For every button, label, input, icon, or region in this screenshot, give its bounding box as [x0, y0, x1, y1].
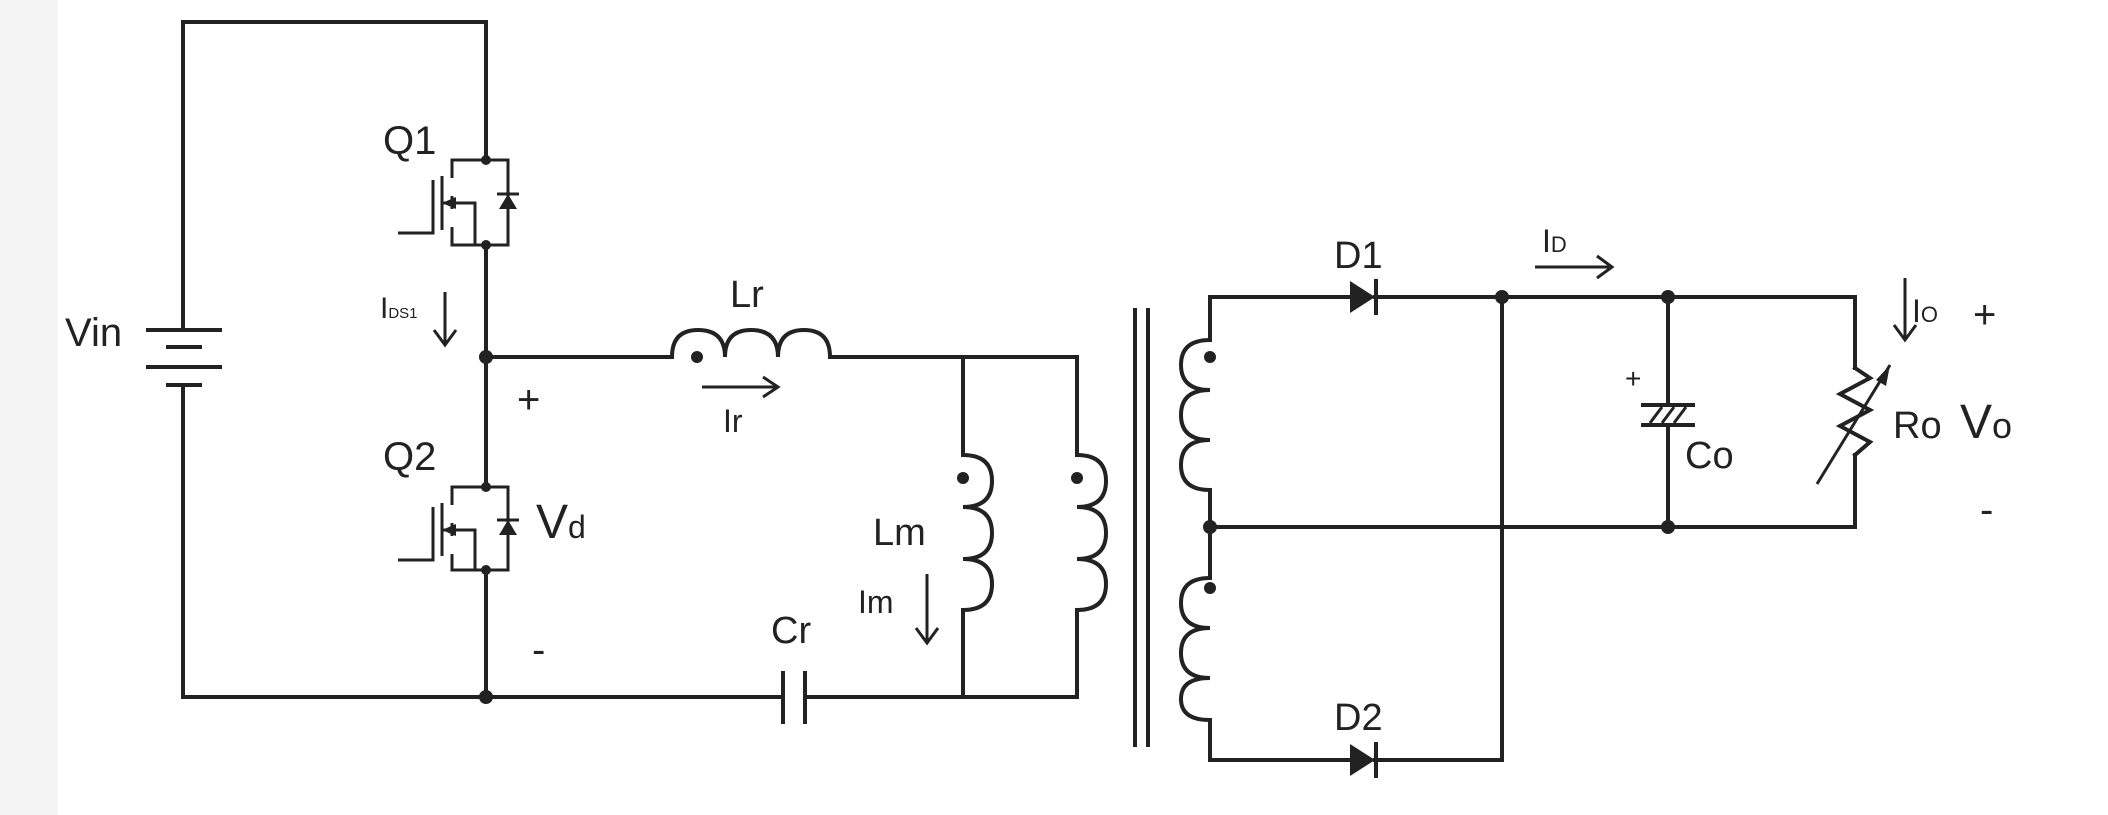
ir-arrow-icon	[702, 375, 781, 399]
bottom-rail-wire	[181, 383, 488, 699]
io-label: IO	[1912, 293, 1938, 329]
variable-resistor-ro-icon	[1815, 364, 1892, 485]
junction-midpoint	[479, 350, 493, 364]
sec-top-wire	[1208, 295, 1352, 342]
co-label: Co	[1685, 435, 1734, 477]
id-label: ID	[1542, 223, 1567, 259]
mosfet-q2-icon	[398, 482, 519, 575]
output-minus-label: -	[1980, 488, 1993, 532]
lm-label: Lm	[873, 512, 926, 554]
top-rail-wire	[181, 20, 488, 332]
output-plus-label: +	[1973, 293, 1996, 337]
junction-co-top	[1661, 290, 1675, 304]
id-arrow-icon	[1535, 254, 1615, 280]
io-arrow-icon	[1892, 278, 1918, 343]
ids1-label: IDS1	[380, 292, 418, 325]
battery-icon	[146, 328, 222, 387]
d2-label: D2	[1334, 697, 1383, 739]
transformer-primary-icon	[1071, 452, 1109, 613]
half-bridge-minus-label: -	[532, 628, 545, 672]
junction-co-bottom	[1661, 520, 1675, 534]
co-polarity-label: +	[1625, 363, 1641, 394]
cr-label: Cr	[771, 610, 811, 652]
capacitor-co-icon	[1641, 403, 1695, 427]
d1-label: D1	[1334, 235, 1383, 277]
diode-d1-icon	[1350, 279, 1378, 315]
transformer-secondary-top-icon	[1178, 337, 1216, 493]
diode-d2-icon	[1350, 742, 1378, 778]
d2-return-wire	[1373, 295, 1504, 762]
half-bridge-plus-label: +	[517, 378, 540, 422]
primary-bottom-wire	[816, 608, 1079, 699]
ro-label: Ro	[1893, 405, 1942, 447]
transformer-core-icon	[1133, 308, 1150, 747]
ir-label: Ir	[723, 403, 743, 439]
capacitor-cr-icon	[776, 671, 820, 724]
junction-dots	[479, 290, 1675, 704]
junction-center-tap	[1203, 520, 1217, 534]
ids1-arrow-icon	[432, 292, 458, 348]
im-label: Im	[858, 584, 894, 620]
q1-label: Q1	[383, 119, 436, 163]
lr-to-primary-wire	[828, 355, 1079, 457]
sec-bottom-wire	[1208, 718, 1352, 762]
vin-label: Vin	[65, 311, 122, 355]
vo-label: Vo	[1960, 396, 2012, 449]
q2-label: Q2	[383, 435, 436, 479]
junction-bottom	[479, 690, 493, 704]
transformer-secondary-bottom-icon	[1178, 575, 1216, 723]
mosfet-q1-icon	[398, 155, 519, 250]
lr-label: Lr	[730, 274, 764, 316]
inductor-lm-icon	[957, 452, 995, 613]
vd-label: Vd	[536, 496, 586, 549]
output-top-wire	[1373, 295, 1857, 370]
output-bottom-wire	[1208, 453, 1857, 529]
labels: Vin Q1 Q2 IDS1 Lr Ir Lm Im Cr Vd + - D1 …	[65, 119, 2012, 739]
inductor-lr-icon	[669, 327, 833, 363]
junction-d1-cathode	[1495, 290, 1509, 304]
wires	[181, 20, 1857, 762]
diagram-sheet	[58, 0, 2108, 815]
im-arrow-icon	[914, 574, 940, 646]
